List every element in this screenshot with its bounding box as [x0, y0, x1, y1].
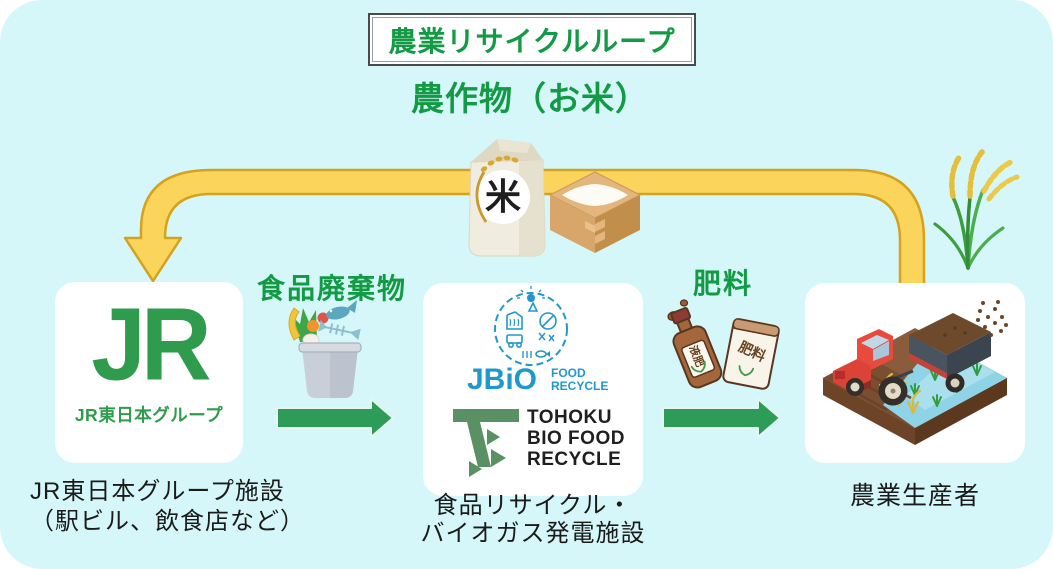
jbio-sub-food: FOOD [551, 366, 586, 380]
jbio-logo-icon [494, 286, 568, 366]
flow-arrow-left [276, 398, 394, 438]
jr-logo-caption: JR東日本グループ [74, 405, 224, 425]
recycle-facility-node: JBiO FOOD RECYCLE TOHOKU BIO FOOD RECYCL… [423, 283, 643, 496]
recycle-node-caption-line1: 食品リサイクル・ [433, 492, 633, 519]
rice-bag-kanji: 米 [485, 176, 521, 217]
fertilizer-bag-icon: 肥料 [722, 318, 780, 390]
recycle-node-caption-line2: バイオガス発電施設 [420, 520, 646, 547]
recycle-node-logos: JBiO FOOD RECYCLE TOHOKU BIO FOOD RECYCL… [453, 286, 625, 477]
flow-arrow-right [662, 398, 781, 438]
jr-group-node: JR JR東日本グループ [55, 282, 243, 463]
recycle-node-caption: 食品リサイクル・ バイオガス発電施設 [403, 492, 663, 548]
fertilizer-label: 肥料 [692, 268, 753, 299]
food-waste-label: 食品廃棄物 [256, 273, 407, 304]
jbio-sub-recycle: RECYCLE [551, 379, 608, 393]
loop-arrow-band [123, 168, 926, 314]
jbio-wordmark: JBiO [467, 363, 537, 396]
rice-plant-icon [933, 149, 1020, 270]
tohoku-line2: BIO FOOD [527, 428, 625, 449]
farmer-node [805, 283, 1025, 463]
diagram-title-box: 農業リサイクルループ [368, 13, 696, 66]
farmer-node-caption: 農業生産者 [849, 482, 980, 510]
tohoku-logo-icon [453, 409, 519, 477]
jr-logo: JR [91, 286, 211, 402]
jr-node-caption-line2: （駅ビル、飲食店など） [30, 508, 305, 535]
food-waste-icon [288, 300, 362, 398]
fertilizer-bottle-icon: 液肥 [667, 299, 723, 389]
jr-node-caption: JR東日本グループ施設 （駅ビル、飲食店など） [30, 477, 370, 537]
rice-masu-icon [548, 171, 642, 253]
diagram-title: 農業リサイクルループ [388, 25, 676, 57]
tohoku-line3: RECYCLE [527, 449, 621, 470]
tohoku-line1: TOHOKU [527, 407, 612, 428]
jr-node-caption-line1: JR東日本グループ施設 [30, 478, 285, 505]
rice-bag-icon: 米 [468, 139, 546, 257]
tractor-farm-icon [823, 300, 1008, 445]
diagram-subtitle: 農作物（お米） [411, 80, 649, 117]
